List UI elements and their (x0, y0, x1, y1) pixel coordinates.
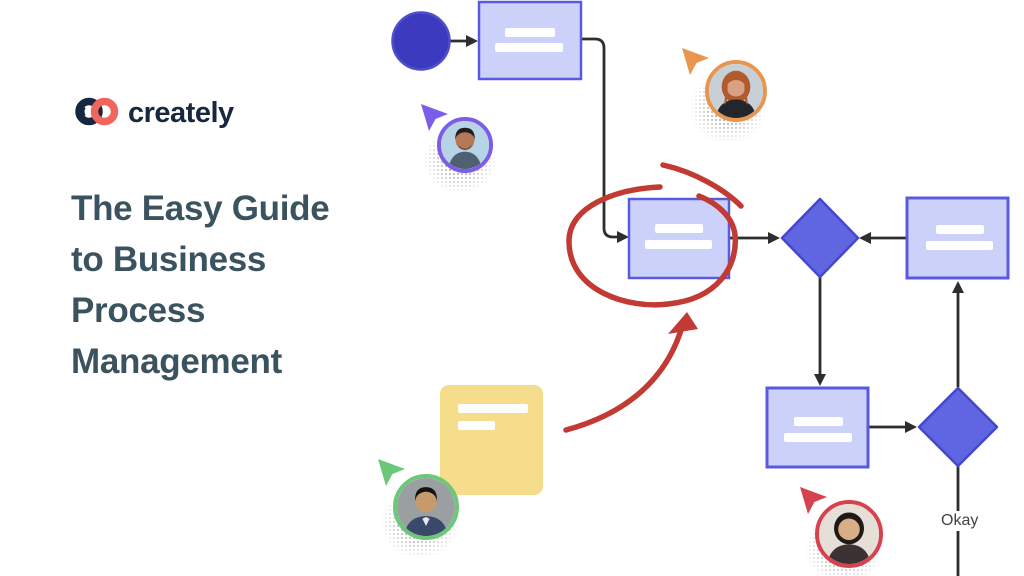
pointer-cursor-icon (378, 459, 405, 486)
process-box-bottom-text-lines (784, 417, 852, 442)
page-title: The Easy Guide to Business Process Manag… (71, 183, 401, 387)
process-box-center (627, 197, 731, 280)
collaborator-cursor-purple (406, 92, 526, 212)
process-box-top-text-lines (495, 28, 563, 52)
process-box-top (477, 0, 583, 81)
avatar-man-in-suit (393, 474, 459, 540)
title-line-4: Management (71, 342, 282, 381)
pointer-cursor-icon (421, 104, 448, 131)
decision-diamond-top (780, 197, 860, 279)
red-arrow-annotation-head (668, 312, 698, 334)
red-arrow-annotation (563, 324, 685, 433)
start-circle-node (391, 11, 451, 71)
creately-logo-icon (75, 96, 119, 132)
red-circle-annotation (566, 184, 738, 308)
red-circle-annotation-tail (660, 162, 744, 209)
avatar-man-with-beard (437, 117, 493, 173)
collaborator-cursor-green (364, 446, 484, 574)
process-box-center-text-lines (645, 224, 712, 249)
process-box-right-text-lines (926, 225, 993, 250)
title-line-2: to Business (71, 240, 267, 279)
sticky-note-text-lines (458, 404, 528, 430)
title-line-1: The Easy Guide (71, 189, 330, 228)
connector-label-okay: Okay (936, 511, 984, 531)
creately-logo[interactable]: creately (75, 96, 234, 132)
avatar-woman-red-hair (705, 60, 767, 122)
process-box-right (905, 196, 1010, 280)
process-box-bottom (765, 386, 870, 469)
collaborator-cursor-red (786, 476, 906, 576)
decision-diamond-bottom (917, 386, 999, 468)
collaborator-cursor-orange (668, 36, 788, 158)
creately-logo-text: creately (128, 96, 234, 129)
pointer-cursor-icon (682, 48, 709, 75)
pointer-cursor-icon (800, 487, 827, 514)
avatar-woman-dark-hair (815, 500, 883, 568)
title-line-3: Process (71, 291, 206, 330)
